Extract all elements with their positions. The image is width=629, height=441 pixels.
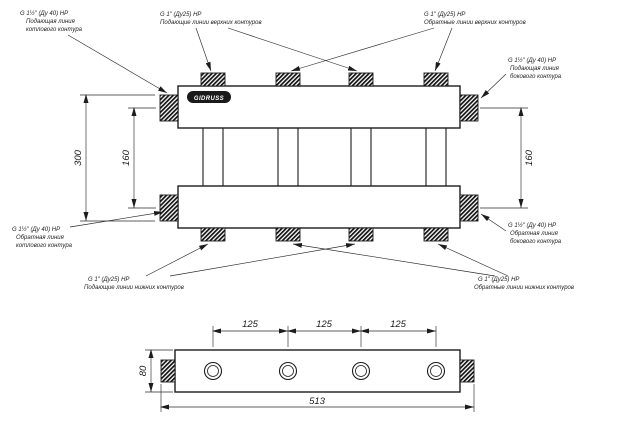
callout-desc-label: Подающие линии верхних контуров — [160, 20, 262, 26]
callout-boiler-supply: G 1½" (Ду 40) НР Подающая линия котловог… — [20, 10, 168, 94]
port-hole-1 — [203, 361, 223, 381]
left-upper-stub — [159, 94, 179, 122]
leader-arrow — [195, 27, 212, 72]
left-lower-stub — [159, 194, 179, 222]
side-threaded-stubs — [159, 94, 479, 222]
callout-desc-label: бокового контура — [510, 74, 562, 80]
dimension-label-hole-spacing-1: 125 — [242, 319, 259, 330]
dimension-label-hole-spacing-2: 125 — [316, 319, 333, 330]
dimension-label-body-height: 80 — [138, 365, 149, 376]
dim-hole-spacing: 125 125 125 — [212, 319, 437, 347]
plan-view-ports — [203, 361, 446, 381]
dim-body-height: 80 — [138, 349, 173, 393]
lower-manifold-body — [177, 185, 461, 229]
callout-size-label: G 1" (Ду25) НР — [478, 277, 519, 283]
callout-desc-label: котлового контура — [16, 243, 73, 249]
leader-arrow — [292, 242, 496, 277]
leader-arrow — [290, 27, 435, 72]
callout-size-label: G 1½" (Ду 40) НР — [508, 222, 556, 229]
dimension-label-axis-spacing-left: 160 — [121, 149, 132, 166]
bottom-stub-4 — [423, 227, 449, 242]
bottom-stub-3 — [348, 227, 374, 242]
bottom-stub-2 — [275, 227, 301, 242]
leader-arrow — [69, 210, 164, 228]
callout-upper-circuits-supply: G 1" (Ду25) НР Подающие линии верхних ко… — [160, 12, 358, 72]
callout-size-label: G 1" (Ду25) НР — [424, 12, 465, 18]
dim-overall-length: 513 — [160, 384, 475, 412]
plan-view — [160, 349, 475, 393]
bottom-stub-1 — [200, 227, 226, 242]
bottom-threaded-stubs — [200, 227, 449, 242]
plan-left-stub — [160, 359, 176, 383]
callout-desc-label: Обратные линии нижних контуров — [474, 285, 574, 291]
top-stub-2 — [275, 72, 301, 87]
leader-arrow — [227, 27, 358, 72]
callout-size-label: G 1½" (Ду 40) НР — [20, 10, 68, 17]
leader-arrow — [145, 243, 209, 277]
front-view: GIDRUSS — [159, 72, 479, 242]
top-stub-1 — [200, 72, 226, 87]
callout-upper-circuits-return: G 1" (Ду25) НР Обратные линии верхних ко… — [290, 12, 526, 72]
brand-logo: GIDRUSS — [187, 91, 231, 103]
top-stub-3 — [348, 72, 374, 87]
callout-size-label: G 1" (Ду25) НР — [88, 277, 129, 283]
plan-view-body — [174, 349, 461, 393]
leader-arrow — [480, 213, 507, 232]
callout-lower-circuits-supply: G 1" (Ду25) НР Подающие линии нижних кон… — [84, 243, 356, 291]
callout-size-label: G 1½" (Ду 40) НР — [508, 57, 556, 64]
right-upper-stub — [459, 94, 479, 122]
brand-logo-capsule — [187, 91, 231, 103]
callout-desc-label: Подающая линия — [26, 19, 76, 25]
leader-arrow — [67, 34, 168, 94]
callout-size-label: G 1" (Ду25) НР — [160, 12, 201, 18]
top-stub-4 — [423, 72, 449, 87]
top-threaded-stubs — [200, 72, 449, 87]
port-hole-4 — [426, 361, 446, 381]
dimension-label-overall-height: 300 — [73, 149, 84, 166]
callout-boiler-return: G 1½" (Ду 40) НР Обратная линия котловог… — [12, 210, 164, 249]
dim-axis-spacing-right: 160 — [480, 107, 535, 209]
brand-logo-label: GIDRUSS — [194, 96, 224, 102]
callout-side-supply: G 1½" (Ду 40) НР Подающая линия бокового… — [480, 57, 562, 99]
port-hole-2 — [278, 361, 298, 381]
leader-arrow — [480, 73, 507, 99]
dim-axis-spacing-left: 160 — [121, 107, 156, 209]
callout-desc-label: бокового контура — [510, 239, 562, 245]
callout-desc-label: Подающие линии нижних контуров — [84, 285, 184, 291]
callout-desc-label: Обратная линия — [16, 235, 65, 241]
callout-desc-label: Обратные линии верхних контуров — [424, 20, 526, 26]
dimension-label-hole-spacing-3: 125 — [390, 319, 407, 330]
leader-arrow — [437, 243, 509, 277]
callout-side-return: G 1½" (Ду 40) НР Обратная линия бокового… — [480, 213, 562, 245]
right-lower-stub — [459, 194, 479, 222]
dimension-label-overall-length: 513 — [309, 396, 326, 407]
dimension-label-axis-spacing-right: 160 — [524, 149, 535, 166]
callout-desc-label: Обратная линия — [510, 231, 559, 237]
dim-overall-height: 300 — [73, 94, 155, 222]
leader-arrow — [169, 243, 356, 277]
callout-desc-label: котлового контура — [26, 27, 83, 33]
callout-lower-circuits-return: G 1" (Ду25) НР Обратные линии нижних кон… — [292, 242, 574, 291]
port-hole-3 — [351, 361, 371, 381]
leader-arrow — [434, 27, 453, 72]
connecting-pipes — [202, 128, 447, 186]
callout-size-label: G 1½" (Ду 40) НР — [12, 226, 60, 233]
callout-desc-label: Подающая линия — [510, 66, 560, 72]
plan-right-stub — [459, 359, 475, 383]
